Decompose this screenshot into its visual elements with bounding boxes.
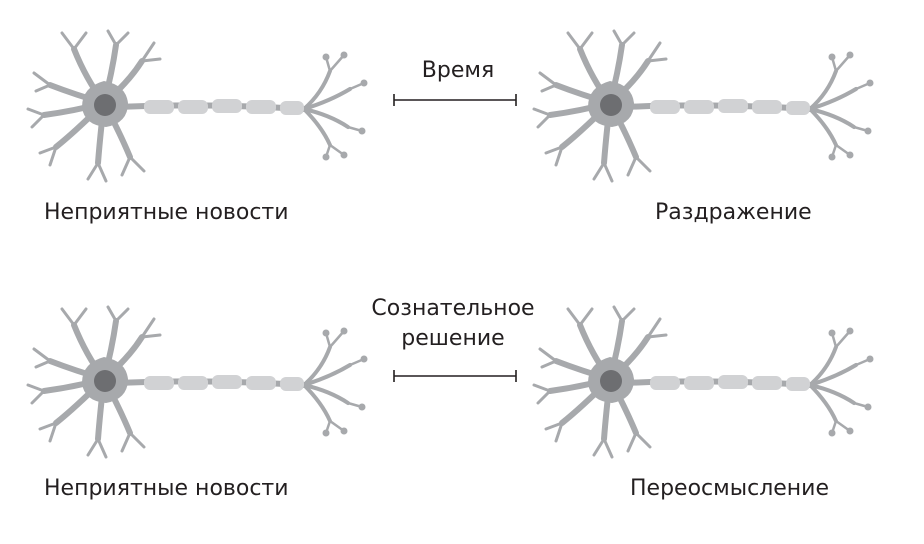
neuron-icon	[4, 279, 384, 469]
neuron-icon	[4, 3, 384, 193]
caption-line: Сознательное	[371, 296, 535, 321]
left-label: Неприятные новости	[44, 200, 289, 225]
left-label: Неприятные новости	[44, 476, 289, 501]
right-label: Переосмысление	[630, 476, 830, 501]
interval-caption: Сознательное решение	[350, 294, 556, 354]
timeline-bracket-icon	[393, 94, 517, 106]
neuron-icon	[510, 279, 890, 469]
interval-caption: Время	[360, 56, 556, 86]
caption-line: Время	[421, 58, 495, 83]
timeline-bracket-icon	[393, 370, 517, 382]
right-label: Раздражение	[655, 200, 812, 225]
neuron-icon	[510, 3, 890, 193]
caption-line: решение	[401, 326, 505, 351]
